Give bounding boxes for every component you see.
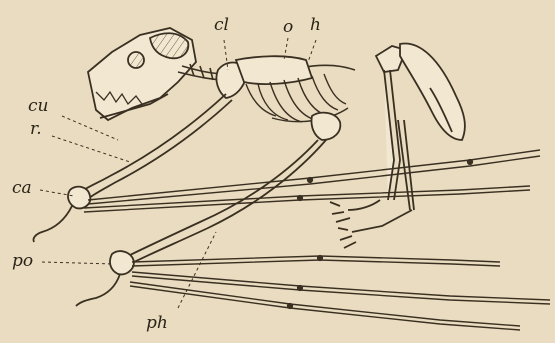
label-o: o bbox=[283, 19, 293, 36]
label-cu: cu bbox=[28, 98, 48, 115]
label-ph: ph bbox=[146, 315, 168, 332]
pelvis-and-legs bbox=[330, 43, 465, 248]
claws bbox=[33, 206, 120, 306]
label-h: h bbox=[310, 17, 321, 34]
label-r: r. bbox=[30, 121, 42, 138]
label-ca: ca bbox=[12, 180, 32, 197]
skull bbox=[88, 28, 196, 120]
shoulder bbox=[216, 56, 312, 98]
wing-digits bbox=[84, 150, 550, 330]
label-cl: cl bbox=[214, 17, 229, 34]
label-po: po bbox=[12, 253, 33, 270]
